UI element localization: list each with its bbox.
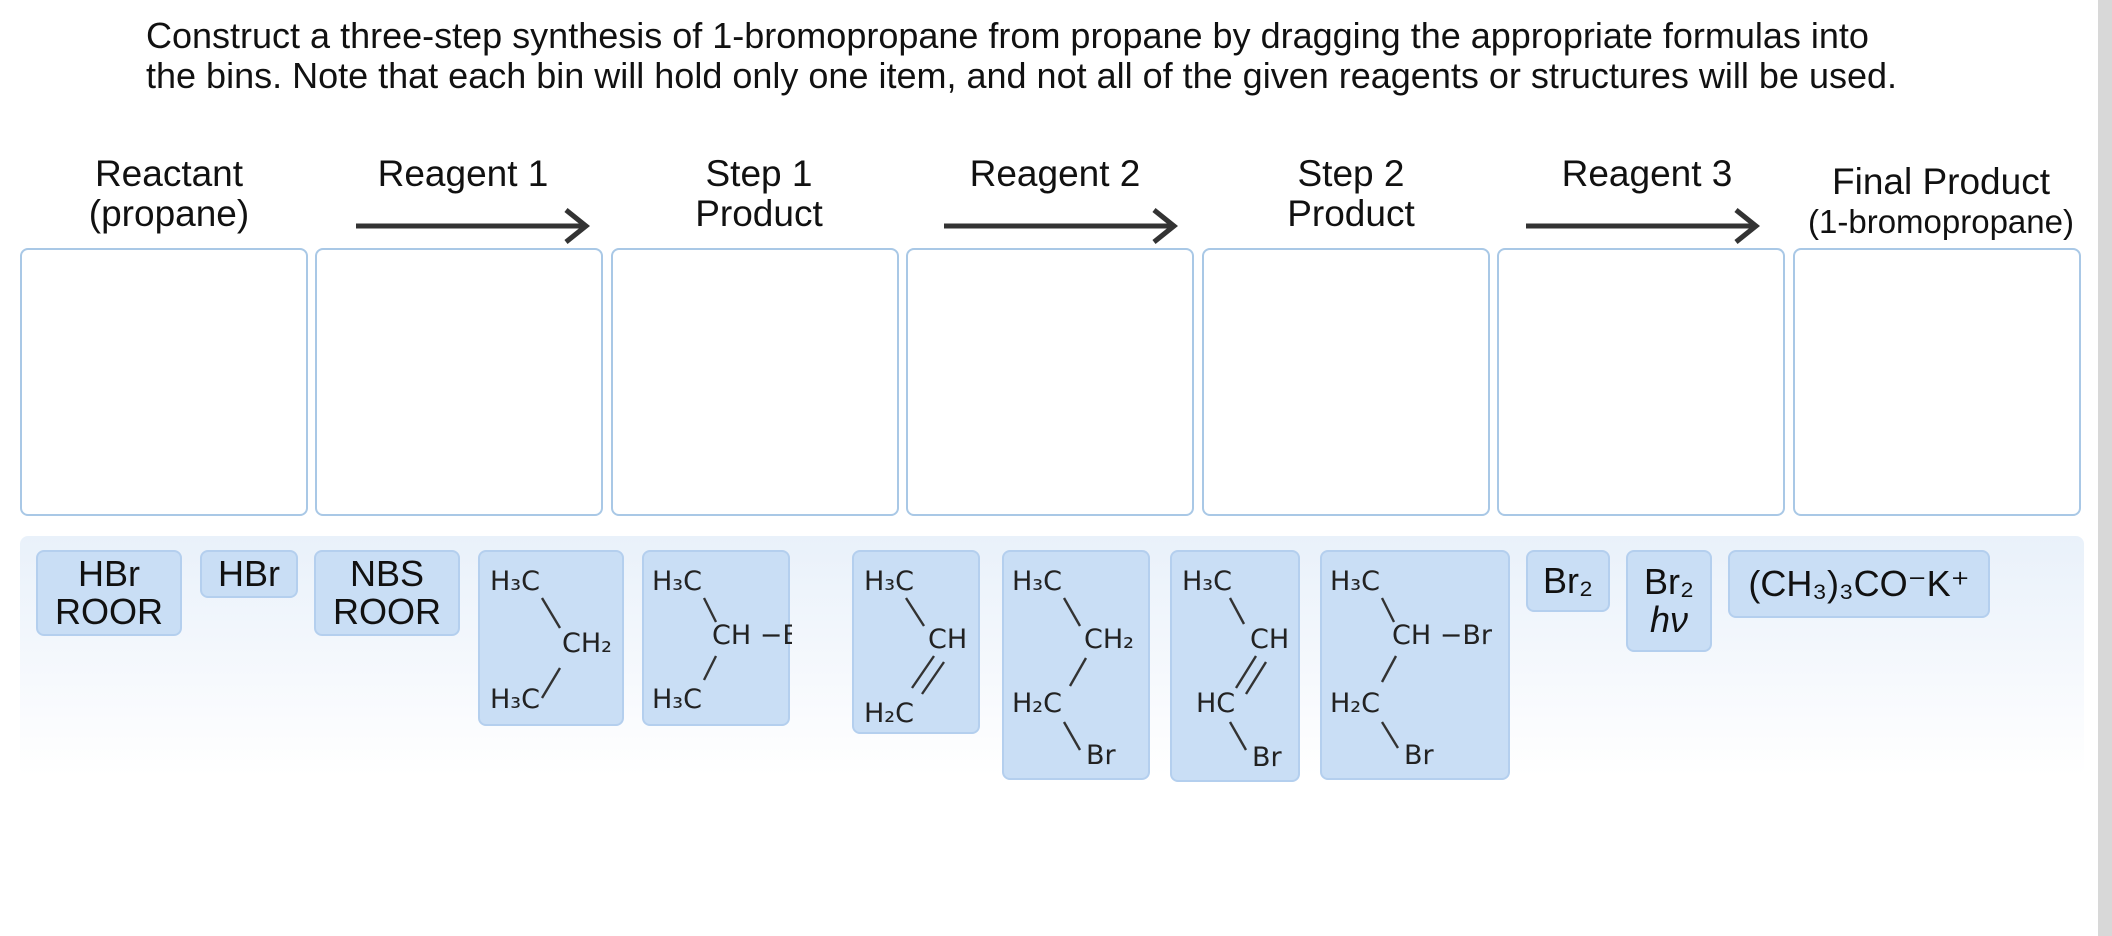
bin-step-2-product[interactable] xyxy=(1202,248,1490,516)
tile-potassium-tert-butoxide[interactable]: (CH₃)₃CO⁻K⁺ xyxy=(1728,550,1990,618)
tile-2-bromopropane[interactable]: H₃C CH −Br H₃C xyxy=(642,550,792,726)
instructions-line-2: the bins. Note that each bin will hold o… xyxy=(146,55,1898,96)
structure-propene: H₃C CH H₂C xyxy=(864,566,967,729)
tile-br2[interactable]: Br₂ xyxy=(1526,550,1610,612)
svg-text:CH −Br: CH −Br xyxy=(712,620,792,651)
svg-text:CH₂: CH₂ xyxy=(562,628,612,659)
structure-1-2-dibromopropane: H₃C CH −Br H₂C Br xyxy=(1330,566,1493,771)
instructions-line-1: Construct a three-step synthesis of 1-br… xyxy=(146,15,1869,56)
svg-text:Br: Br xyxy=(1252,742,1283,773)
header-reagent-2: Reagent 2 xyxy=(969,153,1141,194)
tile-1-bromopropene[interactable]: H₃C CH HC Br xyxy=(1170,550,1300,782)
svg-text:Br: Br xyxy=(1086,740,1117,771)
svg-text:H₃C: H₃C xyxy=(652,684,702,715)
svg-text:H₂C: H₂C xyxy=(864,698,914,729)
svg-text:H₃C: H₃C xyxy=(490,684,540,715)
arrow-right-icon xyxy=(944,208,1179,244)
header-reagent-3: Reagent 3 xyxy=(1561,153,1733,194)
arrow-right-icon xyxy=(356,208,591,244)
svg-text:CH₂: CH₂ xyxy=(1084,624,1134,655)
header-step-1-product: Step 1 Product xyxy=(695,153,823,234)
bin-reagent-1[interactable] xyxy=(315,248,603,516)
svg-text:H₃C: H₃C xyxy=(864,566,914,597)
bin-reagent-2[interactable] xyxy=(906,248,1194,516)
header-reactant: Reactant (propane) xyxy=(88,153,250,234)
structure-2-bromopropane: H₃C CH −Br H₃C xyxy=(652,566,792,715)
svg-text:H₃C: H₃C xyxy=(1012,566,1062,597)
svg-text:H₃C: H₃C xyxy=(652,566,702,597)
arrow-right-icon xyxy=(1526,208,1761,244)
bin-step-1-product[interactable] xyxy=(611,248,899,516)
tile-hbr[interactable]: HBr xyxy=(200,550,298,598)
header-final-product: Final Product (1-bromopropane) xyxy=(1808,161,2074,241)
header-step-2-product: Step 2 Product xyxy=(1287,153,1415,234)
svg-text:H₂C: H₂C xyxy=(1012,688,1062,719)
structure-1-bromopropane: H₃C CH₂ H₂C Br xyxy=(1012,566,1134,771)
bin-final-product[interactable] xyxy=(1793,248,2081,516)
svg-text:CH −Br: CH −Br xyxy=(1392,620,1493,651)
svg-text:H₃C: H₃C xyxy=(1182,566,1232,597)
svg-text:Br: Br xyxy=(1404,740,1435,771)
tile-hbr-roor[interactable]: HBr ROOR xyxy=(36,550,182,636)
svg-text:HC: HC xyxy=(1196,688,1235,719)
bin-reactant[interactable] xyxy=(20,248,308,516)
tile-propene[interactable]: H₃C CH H₂C xyxy=(852,550,980,734)
svg-text:CH: CH xyxy=(928,624,967,655)
vertical-scrollbar[interactable] xyxy=(2098,0,2112,936)
structure-1-bromopropene: H₃C CH HC Br xyxy=(1182,566,1289,773)
header-reagent-1: Reagent 1 xyxy=(377,153,549,194)
structure-propane: H₃C CH₂ H₃C xyxy=(490,566,612,715)
tile-nbs-roor[interactable]: NBS ROOR xyxy=(314,550,460,636)
instructions-text: Construct a three-step synthesis of 1-br… xyxy=(146,16,2046,96)
tile-propane[interactable]: H₃C CH₂ H₃C xyxy=(478,550,624,726)
svg-text:H₃C: H₃C xyxy=(490,566,540,597)
svg-text:H₂C: H₂C xyxy=(1330,688,1380,719)
svg-text:CH: CH xyxy=(1250,624,1289,655)
bin-reagent-3[interactable] xyxy=(1497,248,1785,516)
tile-1-bromopropane[interactable]: H₃C CH₂ H₂C Br xyxy=(1002,550,1150,780)
tile-1-2-dibromopropane[interactable]: H₃C CH −Br H₂C Br xyxy=(1320,550,1510,780)
svg-text:H₃C: H₃C xyxy=(1330,566,1380,597)
tile-br2-hv[interactable]: Br₂ hν xyxy=(1626,550,1712,652)
